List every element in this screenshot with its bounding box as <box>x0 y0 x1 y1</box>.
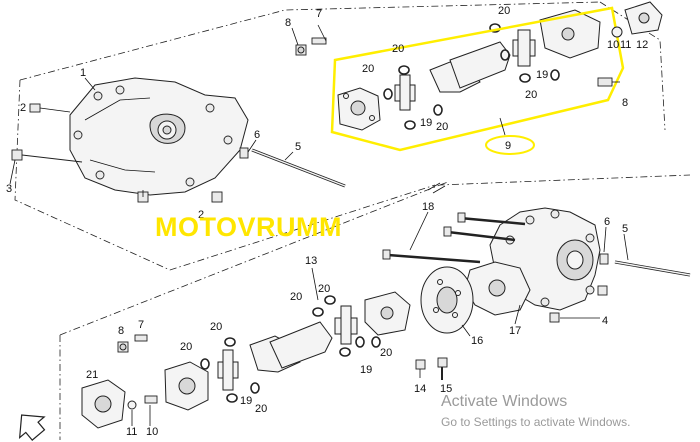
front-seal-6 <box>239 147 249 159</box>
callout-20: 20 <box>290 291 302 303</box>
callout-20: 20 <box>436 121 448 133</box>
rear-top-seal-11 <box>611 26 623 38</box>
front-differential-housing <box>69 77 249 196</box>
callout-21: 21 <box>86 369 98 381</box>
callout-6: 6 <box>254 129 260 141</box>
callout-11: 11 <box>126 426 137 438</box>
lower-seal-11 <box>127 400 137 410</box>
lower-flange-21 <box>81 379 126 429</box>
callout-16: 16 <box>471 335 483 347</box>
activation-title: Activate Windows <box>441 393 568 410</box>
front-top-bolt-8 <box>295 44 307 56</box>
rear-differential-housing <box>464 207 601 316</box>
callout-20: 20 <box>392 43 404 55</box>
callout-17: 17 <box>509 325 521 337</box>
brake-disc-16 <box>420 266 474 334</box>
upper-assembly-frame <box>14 1 666 271</box>
activation-subtitle: Go to Settings to activate Windows. <box>441 415 631 429</box>
lower-bolt-10 <box>144 395 158 404</box>
front-bolt-2-bottom <box>137 190 223 203</box>
callout-11: 11 <box>620 39 631 51</box>
callout-20: 20 <box>498 5 510 17</box>
callout-19: 19 <box>240 395 252 407</box>
callout-19: 19 <box>536 69 548 81</box>
callout-9: 9 <box>505 140 511 152</box>
lower-bolt-8 <box>117 341 129 353</box>
drive-shaft-highlight <box>330 6 625 152</box>
callout-4: 4 <box>602 315 608 327</box>
callout-2: 2 <box>198 209 204 221</box>
callout-1: 1 <box>80 67 86 79</box>
callout-8: 8 <box>118 325 124 337</box>
rear-long-bolts-18 <box>382 212 526 264</box>
callout-2: 2 <box>20 102 26 114</box>
callout-14: 14 <box>414 383 426 395</box>
part-9-highlight-ring <box>485 135 535 155</box>
bottom-bolt-15 <box>437 357 448 380</box>
callout-7: 7 <box>138 319 144 331</box>
callout-8: 8 <box>622 97 628 109</box>
callout-20: 20 <box>318 283 330 295</box>
callout-10: 10 <box>146 426 158 438</box>
rear-top-flange-12 <box>624 1 663 35</box>
callout-5: 5 <box>622 223 628 235</box>
callout-7: 7 <box>316 8 322 20</box>
lower-assembly-frame <box>59 174 691 440</box>
rear-axle-shaft-5 <box>614 260 691 277</box>
callout-3: 3 <box>6 183 12 195</box>
callout-10: 10 <box>607 39 619 51</box>
callout-12: 12 <box>636 39 648 51</box>
callout-18: 18 <box>422 201 434 213</box>
arrow-icon <box>18 414 46 441</box>
rear-drive-shaft-13 <box>164 291 411 411</box>
lower-bolt-7 <box>134 334 148 342</box>
front-bolt-2-left <box>29 103 71 113</box>
callout-13: 13 <box>305 255 317 267</box>
callout-labels: 1 2 2 3 5 6 7 8 8 9 10 11 12 20 20 20 20… <box>6 5 648 438</box>
front-drive-shaft-9 <box>337 9 601 131</box>
callout-19: 19 <box>420 117 432 129</box>
callout-19: 19 <box>360 364 372 376</box>
callout-20: 20 <box>362 63 374 75</box>
callout-20: 20 <box>525 89 537 101</box>
callout-5: 5 <box>295 141 301 153</box>
rear-seal-6 <box>599 253 609 265</box>
callout-15: 15 <box>440 383 452 395</box>
callout-20: 20 <box>210 321 222 333</box>
callout-6: 6 <box>604 216 610 228</box>
front-bolt-3 <box>11 149 83 163</box>
rear-top-bolt-10 <box>597 77 620 87</box>
bottom-bolt-14 <box>415 359 426 378</box>
front-axle-shaft-5 <box>251 148 346 188</box>
callout-20: 20 <box>180 341 192 353</box>
rear-nuts-4 <box>549 285 608 323</box>
front-top-bolt-7 <box>311 24 327 45</box>
callout-20: 20 <box>380 347 392 359</box>
callout-20: 20 <box>255 403 267 415</box>
callout-8: 8 <box>285 17 291 29</box>
watermark-text: MOTOVRUMM <box>155 212 342 242</box>
